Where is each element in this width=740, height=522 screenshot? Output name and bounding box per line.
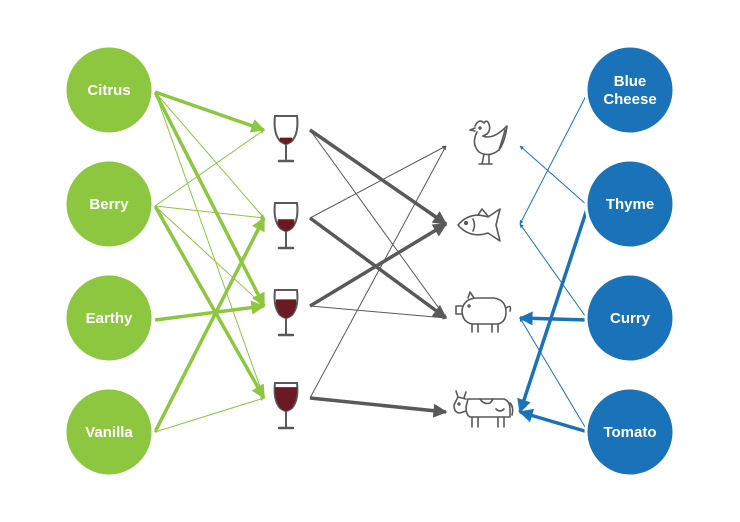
arrow-thyme-to-cow: [517, 205, 590, 414]
flavor-node-berry[interactable]: Berry: [63, 158, 155, 250]
seasoning-node-tomato[interactable]: Tomato: [584, 386, 676, 478]
seasoning-node-thyme[interactable]: Thyme: [584, 158, 676, 250]
arrow-berry-to-wine-2: [154, 205, 265, 220]
arrow-citrus-to-wine-1: [154, 90, 266, 133]
arrow-vanilla-to-wine-4: [154, 397, 265, 433]
flavor-node-vanilla[interactable]: Vanilla: [63, 386, 155, 478]
arrow-curry-to-fish: [519, 223, 589, 321]
wine-glass-icon[interactable]: [273, 382, 299, 430]
seasoning-label: Curry: [610, 310, 651, 327]
wine-fill: [275, 387, 297, 411]
flavor-node-earthy[interactable]: Earthy: [63, 272, 155, 364]
fish-icon[interactable]: [457, 208, 501, 242]
arrow-wine-1-to-pig: [309, 129, 447, 319]
seasoning-label-line-1: Blue: [614, 73, 647, 90]
arrow-thyme-to-chicken: [519, 145, 589, 207]
seasoning-label-line-2: Cheese: [603, 91, 656, 108]
pig-icon[interactable]: [455, 291, 512, 333]
arrow-wine-2-to-chicken: [309, 145, 447, 219]
arrow-wine-4-to-cow: [309, 396, 448, 418]
seasoning-node-blue-cheese[interactable]: Blue Cheese: [584, 44, 676, 136]
chicken-icon[interactable]: [469, 120, 508, 165]
arrow-wine-1-to-fish: [309, 128, 448, 226]
wine-glass-icon[interactable]: [273, 202, 299, 250]
wine-fill: [275, 299, 297, 318]
arrow-earthy-to-wine-3: [154, 300, 266, 322]
cow-icon[interactable]: [453, 390, 514, 428]
seasoning-node-curry[interactable]: Curry: [584, 272, 676, 364]
arrow-vanilla-to-wine-2: [153, 216, 266, 433]
arrow-curry-to-pig: [518, 311, 589, 326]
arrow-berry-to-wine-1: [154, 129, 265, 207]
wine-glass-icon[interactable]: [273, 115, 299, 163]
flavor-label: Earthy: [86, 310, 133, 327]
arrow-berry-to-wine-4: [153, 205, 266, 400]
arrow-tomato-to-pig: [519, 317, 589, 433]
arrow-blue-cheese-to-fish: [519, 91, 589, 225]
flavor-node-citrus[interactable]: Citrus: [63, 44, 155, 136]
arrow-citrus-to-wine-3: [153, 91, 266, 308]
food-column: [453, 120, 514, 428]
flavor-label: Vanilla: [85, 424, 133, 441]
seasoning-label: Thyme: [606, 196, 654, 213]
arrow-wine-2-to-pig: [308, 216, 448, 320]
wine-fill: [277, 219, 295, 231]
flavor-column: Citrus Berry Earthy Vanilla: [63, 44, 155, 478]
wine-fill: [279, 137, 293, 144]
arrow-berry-to-wine-3: [154, 205, 265, 307]
seasoning-label: Tomato: [603, 424, 656, 441]
connection-arrows: [153, 90, 590, 434]
flavor-label: Berry: [89, 196, 129, 213]
arrow-wine-3-to-pig: [309, 305, 447, 320]
wine-glass-icon[interactable]: [273, 289, 299, 337]
arrow-wine-3-to-fish: [309, 222, 448, 308]
wine-column: [273, 115, 299, 430]
seasoning-column: Blue Cheese Thyme Curry Tomato: [584, 44, 676, 478]
arrow-citrus-to-wine-2: [154, 91, 265, 219]
arrow-tomato-to-cow: [518, 408, 589, 434]
arrow-wine-4-to-chicken: [309, 145, 447, 399]
flavor-label: Citrus: [87, 82, 130, 99]
arrow-citrus-to-wine-4: [154, 91, 265, 399]
